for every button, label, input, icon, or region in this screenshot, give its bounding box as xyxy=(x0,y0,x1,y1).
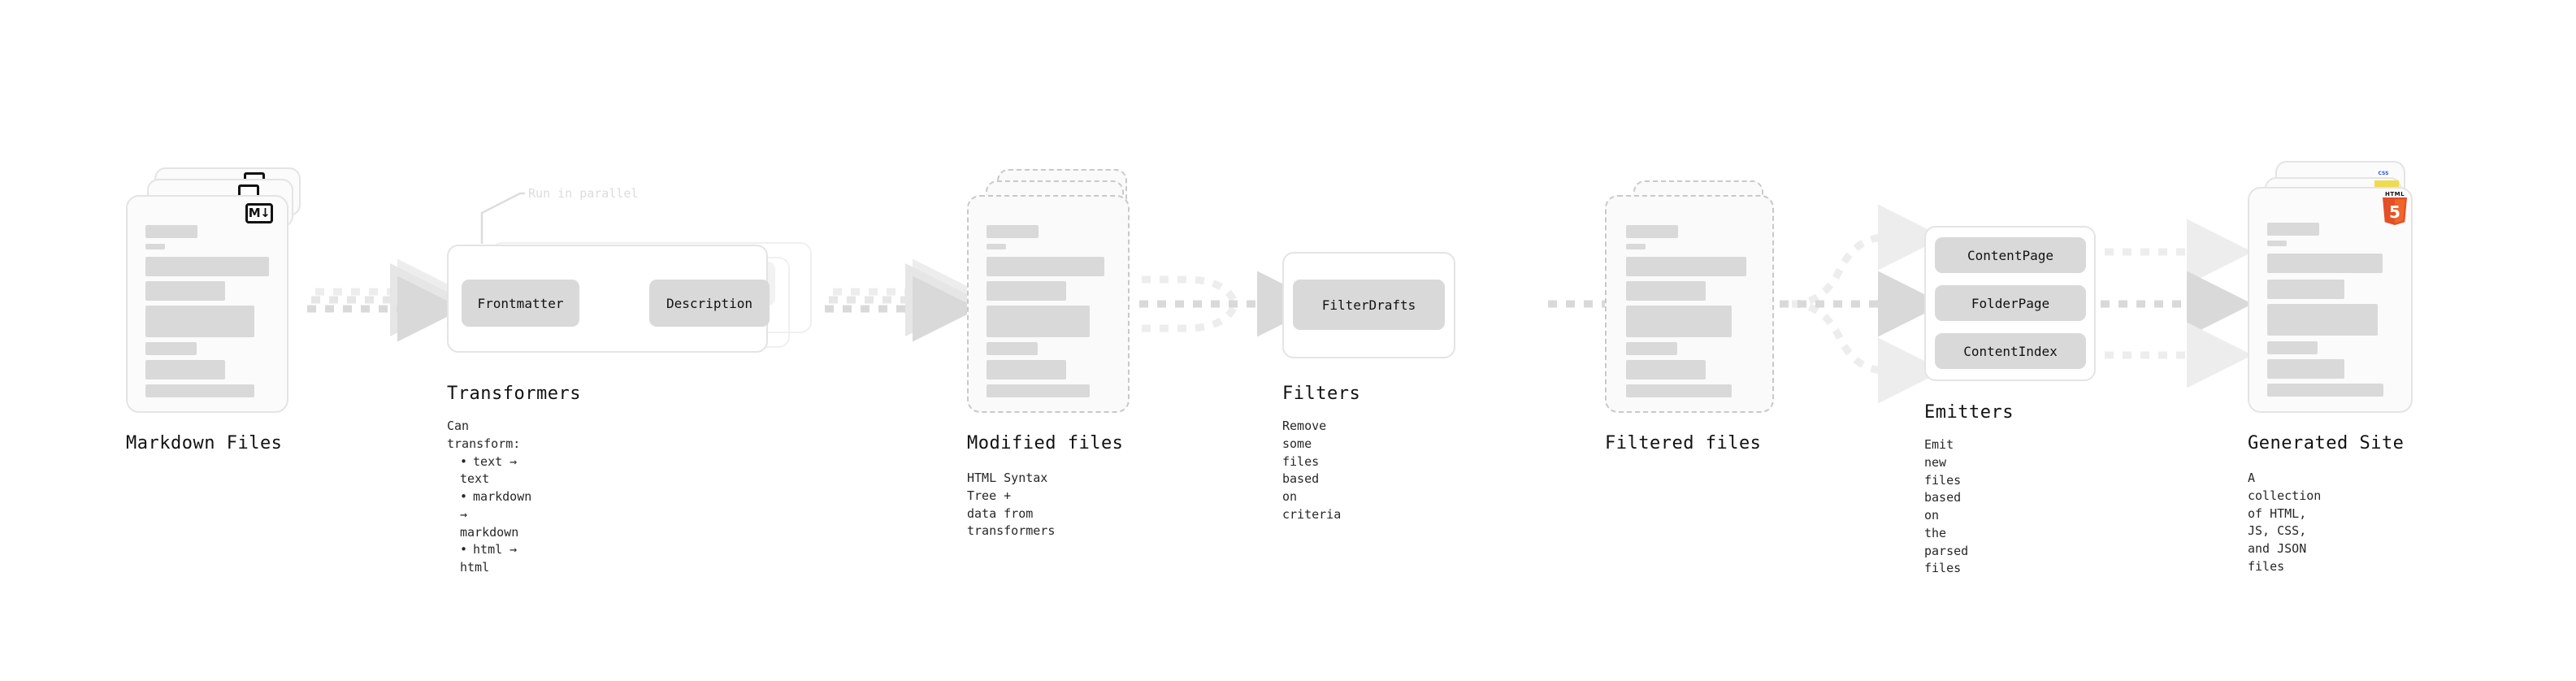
arrow-modified-to-filters xyxy=(1139,271,1323,337)
arrow-transformers-to-modified xyxy=(825,258,978,342)
generated-site-title: Generated Site xyxy=(2248,433,2405,453)
skeleton-bar xyxy=(1626,281,1706,301)
skeleton-bar xyxy=(2267,304,2378,336)
skeleton-bar xyxy=(987,306,1090,337)
emitter-chip-folderpage[interactable]: FolderPage xyxy=(1935,285,2086,321)
skeleton-bar xyxy=(145,281,225,301)
skeleton-bar xyxy=(1626,306,1732,337)
skeleton-bar xyxy=(1626,225,1678,238)
transformer-chip-description[interactable]: Description xyxy=(649,280,770,327)
skeleton-bar xyxy=(2267,384,2383,397)
skeleton-bar xyxy=(1626,360,1706,380)
skeleton-bar xyxy=(1626,244,1646,249)
generated-site-description: A collection of HTML, JS, CSS, and JSON … xyxy=(2248,471,2322,574)
skeleton-bar xyxy=(145,360,225,380)
filtered-card-front xyxy=(1605,195,1774,413)
skeleton-bar xyxy=(987,360,1066,380)
skeleton-bar xyxy=(987,257,1104,276)
skeleton-bar xyxy=(987,244,1006,249)
skeleton-bar xyxy=(1626,384,1732,397)
skeleton-bar xyxy=(145,244,165,249)
svg-text:5: 5 xyxy=(2389,202,2400,222)
skeleton-bar xyxy=(145,225,197,238)
skeleton-bar xyxy=(2267,280,2344,299)
transformers-capabilities: Can transform: text → text markdown → ma… xyxy=(447,418,531,577)
emitters-title: Emitters xyxy=(1924,402,2014,423)
emitters-description: Emit new files based on the parsed files xyxy=(1924,437,1969,576)
markdown-files-title: Markdown Files xyxy=(126,433,283,453)
transformers-list-head: Can transform: xyxy=(447,419,521,451)
markdown-card-front xyxy=(126,195,288,413)
skeleton-bar xyxy=(1626,342,1677,355)
modified-card-front xyxy=(967,195,1130,413)
filtered-files-title: Filtered files xyxy=(1605,433,1762,453)
skeleton-bar xyxy=(145,384,254,397)
filters-description: Remove some files based on criteria xyxy=(1282,419,1342,522)
transformers-title: Transformers xyxy=(447,384,581,404)
emitter-chip-contentindex[interactable]: ContentIndex xyxy=(1935,333,2086,369)
markdown-badge-text: M↓ xyxy=(248,206,271,220)
transformer-chip-frontmatter[interactable]: Frontmatter xyxy=(462,280,579,327)
skeleton-bar xyxy=(987,225,1039,238)
site-card-front xyxy=(2248,187,2413,413)
skeleton-bar xyxy=(145,257,269,276)
css-badge-text: CSS xyxy=(2378,171,2389,176)
transformers-list-item: html → html xyxy=(460,541,531,577)
transformers-list-item: markdown → markdown xyxy=(460,488,531,541)
arrow-filtered-to-emitters xyxy=(1780,204,1944,404)
html5-shield-shape: 5 xyxy=(2383,197,2407,225)
html5-badge-wordmark: HTML xyxy=(2384,191,2405,197)
modified-files-description: HTML Syntax Tree + data from transformer… xyxy=(967,471,1056,539)
skeleton-bar xyxy=(987,384,1090,397)
skeleton-bar xyxy=(145,342,197,355)
filters-title: Filters xyxy=(1282,384,1361,404)
arrow-emitters-to-site xyxy=(2101,219,2253,388)
skeleton-bar xyxy=(2267,341,2318,354)
transformers-list-item: text → text xyxy=(460,453,531,489)
skeleton-bar xyxy=(1626,257,1746,276)
run-in-parallel-leader xyxy=(480,192,525,244)
run-in-parallel-annotation: Run in parallel xyxy=(528,186,639,201)
markdown-badge-icon: M↓ xyxy=(245,203,273,223)
skeleton-bar xyxy=(987,281,1066,301)
skeleton-bar xyxy=(2267,223,2319,236)
emitter-chip-contentpage[interactable]: ContentPage xyxy=(1935,237,2086,273)
skeleton-bar xyxy=(145,306,254,337)
filter-chip-filterdrafts[interactable]: FilterDrafts xyxy=(1293,280,1445,330)
html5-badge-icon: HTML 5 xyxy=(2382,192,2408,226)
modified-files-title: Modified files xyxy=(967,433,1124,453)
skeleton-bar xyxy=(987,342,1038,355)
arrow-markdown-to-transformers xyxy=(307,258,463,342)
skeleton-bar xyxy=(2267,359,2344,379)
skeleton-bar xyxy=(2267,254,2383,273)
skeleton-bar xyxy=(2267,241,2287,246)
